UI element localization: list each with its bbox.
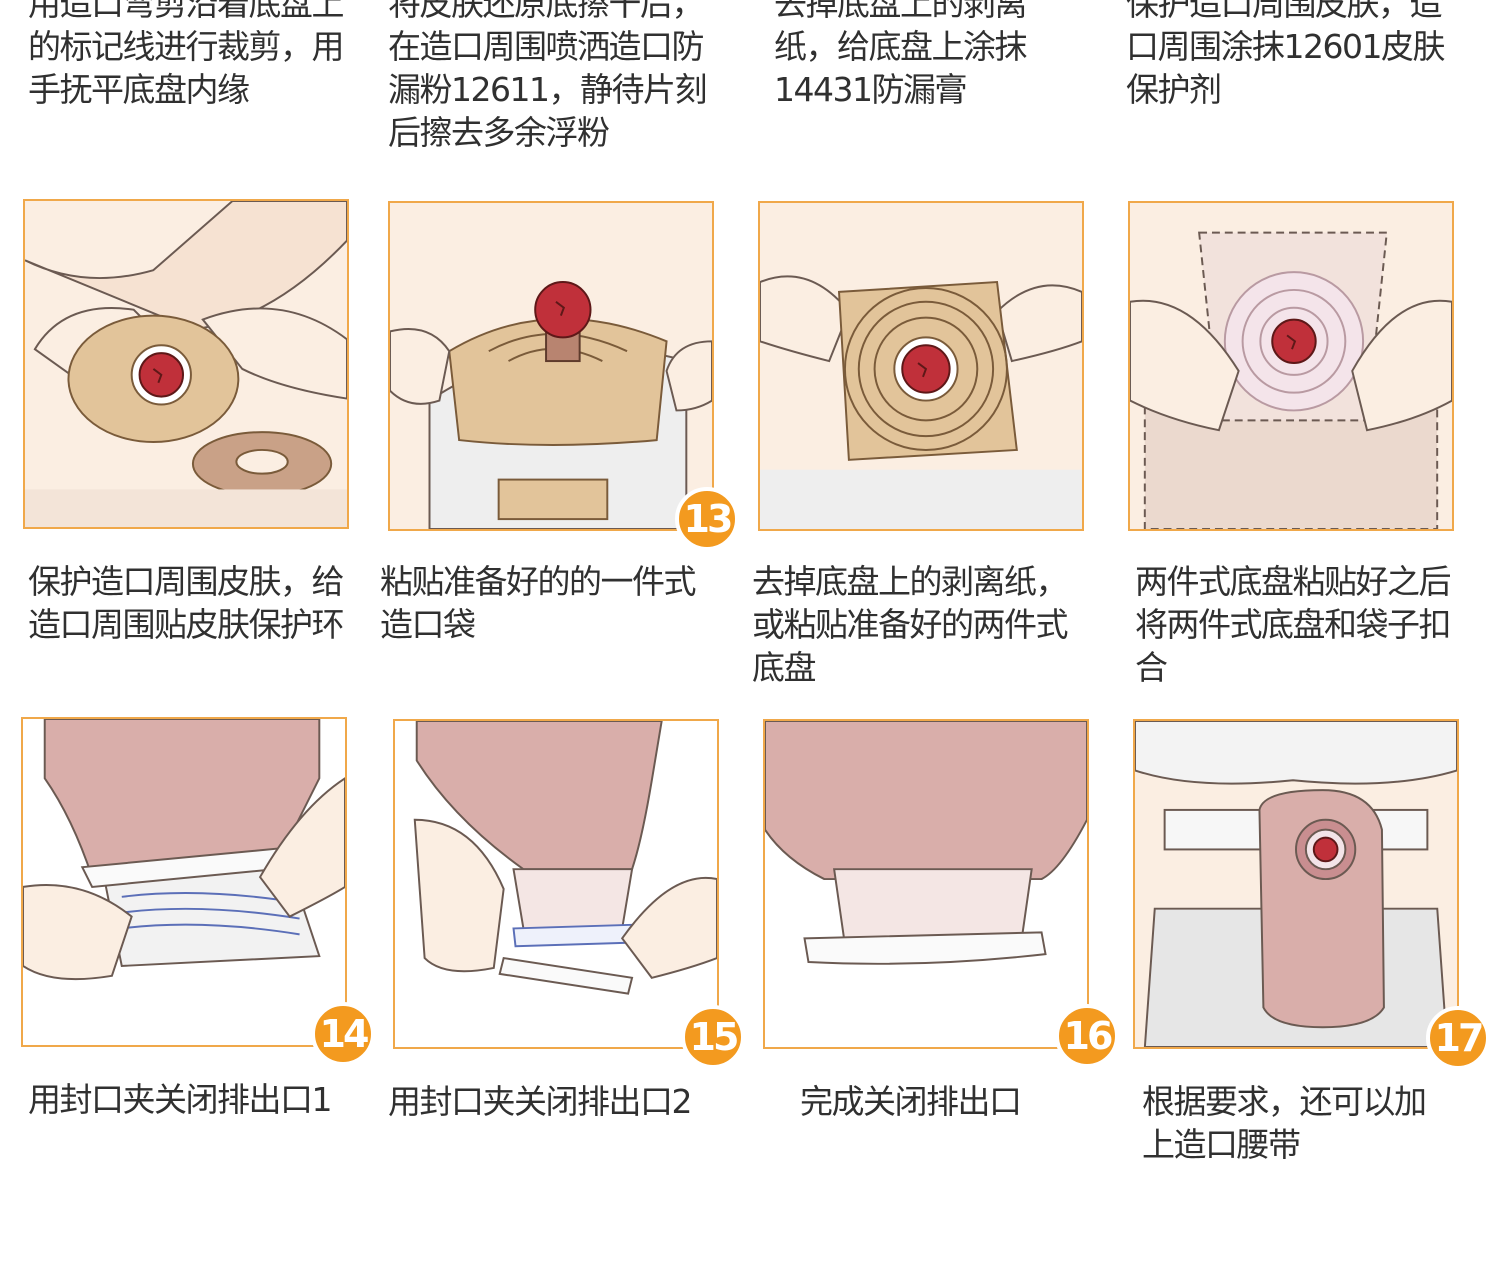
step-image-two-piece-wafer (758, 201, 1084, 531)
clip-close-illustration-1 (23, 719, 345, 1045)
step-caption-belt: 根据要求，还可以加上造口腰带 (1142, 1082, 1427, 1164)
step-image-belt (1133, 719, 1459, 1049)
step-number-badge: 16 (1055, 1004, 1119, 1068)
step-number-badge: 13 (675, 487, 739, 551)
step-number-badge: 15 (681, 1005, 745, 1069)
step-caption-two-piece-wafer: 去掉底盘上的剥离纸，或粘贴准备好的两件式底盘 (752, 562, 1069, 687)
step-caption-clip-1: 用封口夹关闭排出口1 (28, 1080, 333, 1119)
step-image-clip-2 (393, 719, 719, 1049)
step-image-skin-ring (23, 199, 349, 529)
step-number-badge: 14 (311, 1002, 375, 1066)
hands-skin-ring-illustration (25, 201, 347, 527)
one-piece-bag-illustration (390, 203, 712, 529)
ostomy-belt-illustration (1135, 721, 1457, 1047)
step-caption-skin-ring: 保护造口周围皮肤，给造口周围贴皮肤保护环 (28, 562, 345, 644)
snap-bag-illustration (1130, 203, 1452, 529)
step-image-closed (763, 719, 1089, 1049)
step-caption-top-2: 将皮肤还原底擦干后，在造口周围喷洒造口防漏粉12611，静待片刻后擦去多余浮粉 (388, 0, 707, 152)
step-caption-clip-2: 用封口夹关闭排出口2 (388, 1082, 693, 1121)
step-caption-closed: 完成关闭排出口 (800, 1082, 1022, 1121)
step-caption-top-4: 保护造口周围皮肤，造口周围涂抹12601皮肤保护剂 (1126, 0, 1445, 109)
step-caption-one-piece-bag: 粘贴准备好的的一件式造口袋 (380, 562, 697, 644)
step-caption-snap-bag: 两件式底盘粘贴好之后将两件式底盘和袋子扣合 (1135, 562, 1452, 687)
step-caption-top-3: 去掉底盘上的剥离纸，给底盘上涂抹14431防漏膏 (774, 0, 1028, 109)
clip-close-illustration-2 (395, 721, 717, 1047)
step-caption-top-1: 用造口弯剪沿着底盘上的标记线进行裁剪，用手抚平底盘内缘 (28, 0, 345, 109)
step-image-snap-bag (1128, 201, 1454, 531)
two-piece-wafer-illustration (760, 203, 1082, 529)
step-image-one-piece-bag (388, 201, 714, 531)
step-number-badge: 17 (1426, 1006, 1490, 1070)
step-image-clip-1 (21, 717, 347, 1047)
closed-outlet-illustration (765, 721, 1087, 1047)
